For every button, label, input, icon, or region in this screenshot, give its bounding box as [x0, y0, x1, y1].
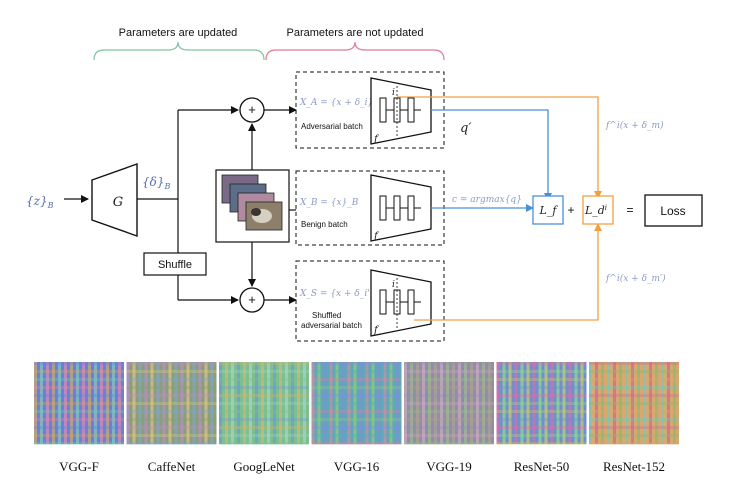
- shuffled-network: [370, 269, 432, 337]
- bottom-plus-sign: +: [248, 292, 256, 307]
- loss-box: [644, 194, 703, 227]
- sample-vgg-19: [404, 362, 494, 445]
- adversarial-f-label: f: [373, 134, 380, 145]
- c-equation: c = argmax{q}: [452, 195, 522, 205]
- loss-label: Loss: [660, 204, 685, 218]
- ld-label: L_di: [584, 204, 607, 217]
- updated-header: Parameters are updated: [119, 27, 238, 39]
- shuffled-label-line2: adversarial batch: [301, 321, 362, 330]
- generator-label: G: [113, 195, 123, 210]
- loss-plus-sign: +: [567, 203, 574, 217]
- lf-box: [532, 195, 564, 225]
- z-batch-label: {z}B: [26, 194, 54, 210]
- shuffle-box: [143, 252, 207, 276]
- sample-caption: VGG-19: [426, 459, 472, 474]
- adversarial-network: [370, 77, 432, 145]
- qprime-to-lf-arrow: [431, 109, 552, 201]
- sample-caption: VGG-F: [59, 459, 99, 474]
- benign-f-label: f: [373, 231, 380, 242]
- not-updated-brace: [265, 41, 445, 61]
- sample-resnet-50: [496, 362, 587, 445]
- image-stack: [221, 174, 283, 231]
- sample-caption: VGG-16: [334, 459, 380, 474]
- top-feature-to-ld-arrow: [397, 96, 602, 199]
- q-prime-label: q′: [460, 121, 471, 136]
- benign-formula: X_B = {x}_B: [299, 198, 359, 208]
- not-updated-header: Parameters are not updated: [287, 27, 424, 39]
- adversarial-i-label: i: [392, 88, 395, 98]
- sample-googlenet: [219, 362, 309, 445]
- ld-box: [582, 195, 614, 225]
- sample-caption: ResNet-152: [603, 459, 665, 474]
- adversarial-formula: X_A = {x + δ_i}_B: [299, 98, 385, 108]
- shuffled-i-label: i: [392, 280, 395, 290]
- updated-brace: [93, 41, 265, 61]
- benign-network: [370, 174, 432, 242]
- sample-vgg-f: [34, 362, 124, 445]
- sample-vgg-16: [311, 362, 402, 445]
- bottom-feature-to-ld-arrow: [414, 223, 602, 321]
- adversarial-label: Adversarial batch: [301, 122, 363, 131]
- perturbation-samples: VGG-F CaffeNet GoogLeNet VGG-16 VGG-19 ResNet…: [34, 362, 679, 474]
- shuffled-label-line1: Shuffled: [312, 311, 341, 320]
- benign-label: Benign batch: [301, 220, 348, 229]
- f-bottom-label: f^i(x + δ_m′): [605, 273, 666, 284]
- loss-equals-sign: =: [626, 203, 633, 217]
- shuffled-f-label: f: [373, 325, 380, 336]
- generator-block: [91, 163, 138, 237]
- sample-caption: GoogLeNet: [233, 459, 295, 474]
- delta-batch-label: {δ}B: [142, 175, 171, 191]
- sample-resnet-152: [589, 362, 679, 445]
- shuffled-branch-box: [295, 260, 445, 342]
- shuffled-formula: X_S = {x + δ_i'}_B: [299, 289, 387, 299]
- sample-caffenet: [126, 362, 217, 445]
- shuffle-label: Shuffle: [158, 259, 192, 271]
- sample-caption: CaffeNet: [148, 459, 196, 474]
- sample-caption: ResNet-50: [514, 459, 570, 474]
- lf-label: L_f: [539, 204, 559, 217]
- f-top-label: f^i(x + δ_m): [605, 120, 664, 131]
- top-plus-sign: +: [248, 102, 256, 117]
